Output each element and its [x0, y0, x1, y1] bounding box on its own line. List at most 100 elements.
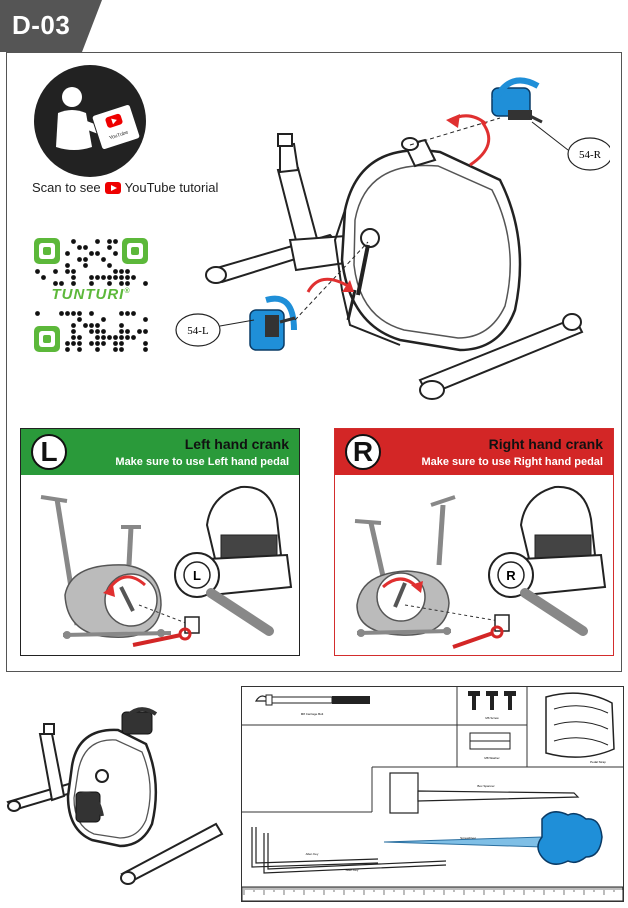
pedal-strap-label: Pedal Strap: [590, 760, 606, 764]
qr-dot: [53, 281, 58, 286]
right-panel-illustration: R: [335, 475, 613, 655]
qr-dot: [101, 335, 106, 340]
left-rotation-arrow-icon: [107, 575, 147, 590]
right-panel-header: R Right hand crank Make sure to use Righ…: [335, 429, 613, 475]
allen-key-parts: [251, 827, 447, 874]
qr-dot: [95, 323, 100, 328]
left-inset-letter: L: [193, 568, 201, 583]
qr-dot: [77, 257, 82, 262]
qr-dot: [65, 269, 70, 274]
qr-dot: [95, 341, 100, 346]
qr-dot: [71, 323, 76, 328]
qr-code[interactable]: TUNTURI®: [32, 236, 150, 354]
qr-dot: [107, 281, 112, 286]
qr-dot: [101, 275, 106, 280]
left-panel-subtitle: Make sure to use Left hand pedal: [115, 456, 289, 468]
qr-dot: [35, 311, 40, 316]
left-crank-diagram: L: [40, 485, 293, 647]
qr-dot: [59, 281, 64, 286]
qr-dot: [131, 311, 136, 316]
left-pedal-callout: 54-L: [187, 325, 209, 337]
allen-key-1-label: Allen Key: [306, 852, 319, 856]
carriage-bolt-part: [254, 694, 370, 706]
qr-dot: [125, 329, 130, 334]
qr-dot: [71, 311, 76, 316]
qr-dot: [119, 329, 124, 334]
qr-dot: [113, 335, 118, 340]
qr-dot: [107, 263, 112, 268]
qr-brand: TUNTURI®: [36, 286, 146, 303]
assembled-bike-diagram: [6, 707, 224, 885]
qr-dot: [143, 317, 148, 322]
qr-dot: [119, 281, 124, 286]
qr-dot: [119, 341, 124, 346]
qr-dot: [113, 269, 118, 274]
qr-dot: [119, 347, 124, 352]
assembled-bike-illustration: [2, 696, 228, 886]
right-wrench-icon: [452, 631, 494, 649]
right-pedal-callout: 54-R: [579, 149, 602, 161]
exercise-bike-diagram: 54-R 54-L: [175, 77, 613, 400]
allen-key-2-label: Allen Key: [346, 868, 359, 872]
washer-label: M8 Washer: [484, 756, 499, 760]
qr-dot: [107, 335, 112, 340]
qr-dot: [95, 335, 100, 340]
qr-dot: [113, 275, 118, 280]
qr-dot: [77, 311, 82, 316]
qr-dot: [41, 275, 46, 280]
qr-dot: [77, 341, 82, 346]
qr-dot: [95, 347, 100, 352]
qr-dot: [107, 245, 112, 250]
bike-pedal-illustration: 54-R 54-L: [170, 60, 613, 420]
parts-sheet-diagram: M8 Carriage Bolt M6 Screw M8 Washer Peda…: [241, 687, 625, 902]
qr-dot: [101, 317, 106, 322]
screwdriver-part: [383, 811, 603, 865]
youtube-tutorial-graphic: YouTube: [34, 65, 146, 177]
screw-parts: [468, 691, 516, 710]
youtube-label: YouTube tutorial: [124, 180, 219, 195]
left-crank-panel: L Left hand crank Make sure to use Left …: [20, 428, 300, 656]
qr-dot: [89, 341, 94, 346]
qr-dot: [107, 239, 112, 244]
qr-dot: [101, 329, 106, 334]
qr-code-graphic: [34, 238, 148, 352]
step-code: D-03: [12, 10, 71, 40]
left-panel-title: Left hand crank: [184, 436, 289, 452]
qr-dot: [95, 275, 100, 280]
pedal-strap-part: [545, 692, 615, 758]
qr-dot: [101, 257, 106, 262]
qr-dot: [95, 239, 100, 244]
qr-dot: [53, 269, 58, 274]
qr-dot: [95, 329, 100, 334]
qr-dot: [77, 317, 82, 322]
qr-dot: [119, 275, 124, 280]
qr-dot: [125, 311, 130, 316]
qr-dot: [65, 251, 70, 256]
qr-dot: [113, 239, 118, 244]
right-panel-title: Right hand crank: [488, 436, 603, 452]
qr-dot: [137, 329, 142, 334]
qr-dot: [113, 347, 118, 352]
qr-dot: [125, 269, 130, 274]
scan-text: Scan to see: [32, 180, 101, 195]
left-panel-illustration: L: [21, 475, 299, 655]
rotation-arrow-icon: [469, 121, 491, 167]
qr-dot: [65, 341, 70, 346]
parts-sheet: M8 Carriage Bolt M6 Screw M8 Washer Peda…: [241, 686, 625, 902]
scan-instruction: Scan to see YouTube tutorial: [32, 180, 218, 195]
left-panel-header: L Left hand crank Make sure to use Left …: [21, 429, 299, 475]
qr-dot: [71, 269, 76, 274]
qr-dot: [95, 251, 100, 256]
qr-dot: [89, 311, 94, 316]
qr-dot: [59, 311, 64, 316]
qr-dot: [89, 329, 94, 334]
book-label: YouTube: [109, 130, 130, 142]
left-letter-badge: L: [31, 434, 67, 470]
right-letter-badge: R: [345, 434, 381, 470]
qr-dot: [65, 263, 70, 268]
qr-dot: [143, 341, 148, 346]
qr-dot: [71, 329, 76, 334]
qr-dot: [113, 341, 118, 346]
right-crank-diagram: R: [354, 485, 607, 649]
qr-dot: [35, 269, 40, 274]
